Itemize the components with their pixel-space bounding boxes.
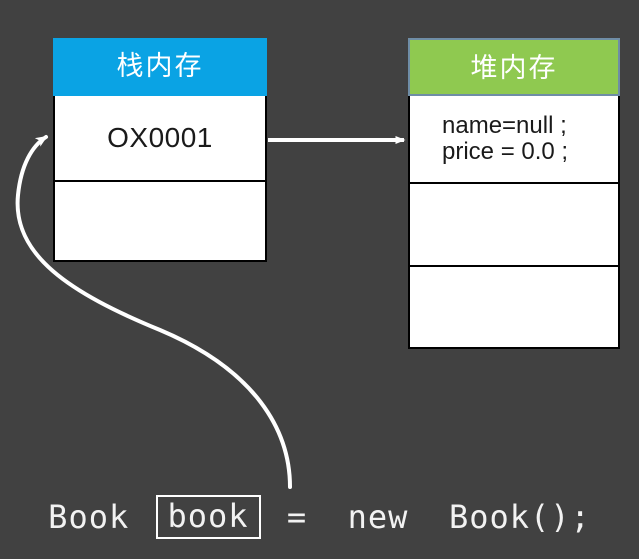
heap-memory-table: 堆内存 name=null ; price = 0.0 ; — [408, 38, 620, 349]
code-token-variable: book — [155, 495, 261, 539]
code-token-type: Book — [48, 498, 150, 536]
heap-memory-header: 堆内存 — [408, 38, 620, 96]
code-statement: Book book = new Book(); — [0, 489, 639, 545]
code-token-expression: = new Book(); — [266, 498, 591, 536]
stack-address-value: OX0001 — [107, 121, 213, 153]
heap-field-name: name=null ; — [442, 112, 567, 140]
heap-field-price: price = 0.0 ; — [442, 138, 569, 165]
heap-memory-body: name=null ; price = 0.0 ; — [408, 96, 620, 349]
stack-memory-table: 栈内存 OX0001 — [53, 38, 267, 262]
stack-memory-body: OX0001 — [53, 96, 267, 262]
heap-memory-row-empty — [410, 182, 618, 265]
stack-memory-header: 栈内存 — [53, 38, 267, 96]
stack-memory-row-empty — [55, 180, 265, 260]
heap-memory-row-empty — [410, 265, 618, 347]
stack-memory-row: OX0001 — [55, 96, 265, 180]
heap-memory-row: name=null ; price = 0.0 ; — [410, 96, 618, 182]
